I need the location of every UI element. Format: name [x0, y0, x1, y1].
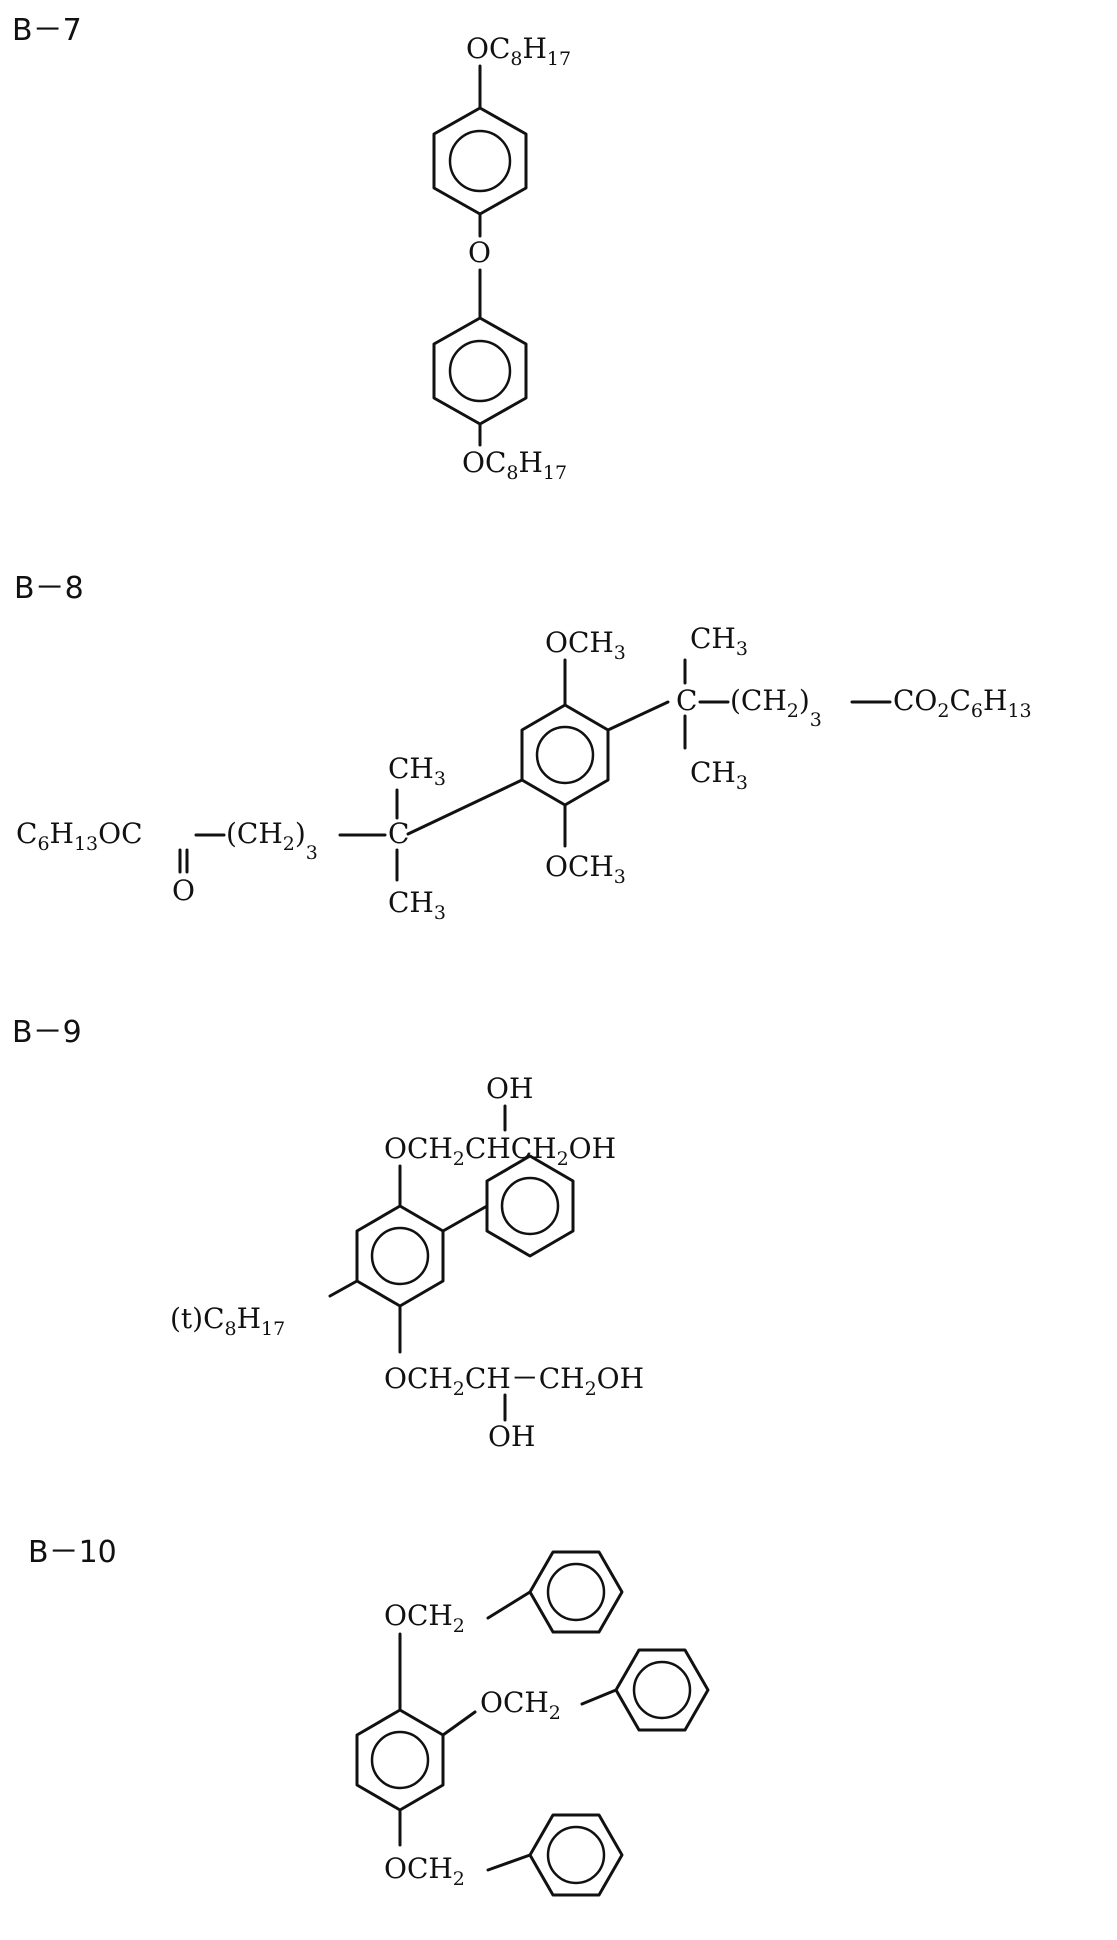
b9-bottom-chain: OCH2CH－CH2OH — [384, 1362, 644, 1400]
b8-right-ch3-bottom: CH3 — [690, 756, 748, 794]
compound-b9: B－9 OH OCH2CHCH2OH (t)C8H17 OCH2CH－CH2OH… — [12, 1015, 644, 1453]
b7-ether-o: O — [468, 236, 491, 269]
b8-right-c: C — [676, 684, 697, 717]
b10-bond-middle — [443, 1712, 475, 1735]
benzene-ring-icon — [530, 1552, 622, 1632]
benzene-ring-icon — [616, 1650, 708, 1730]
compound-label-b9: B－9 — [12, 1015, 82, 1050]
b10-och2-2: OCH2 — [480, 1686, 561, 1724]
b10-bond-benzyl-1 — [488, 1592, 530, 1618]
compound-label-b8: B－8 — [14, 571, 84, 606]
b8-left-ch3-bottom: CH3 — [388, 886, 446, 924]
b8-och3-top: OCH3 — [545, 626, 626, 664]
b8-right-ester: CO2C6H13 — [893, 684, 1032, 722]
benzene-ring-icon — [434, 318, 526, 424]
b8-och3-bottom: OCH3 — [545, 850, 626, 888]
b10-bond-benzyl-2 — [582, 1690, 616, 1704]
b9-bond-biaryl — [443, 1206, 487, 1231]
b8-left-c: C — [388, 817, 409, 850]
compound-b8: B－8 OCH3 OCH3 CH3 C CH3 (CH2)3 CO2C6H13 — [14, 571, 1032, 924]
b8-left-chain: (CH2)3 — [226, 817, 318, 864]
b10-och2-3: OCH2 — [384, 1852, 465, 1890]
compound-b7: B－7 OC8H17 O OC8H17 — [12, 13, 571, 484]
compound-b10: B－10 OCH2 OCH2 OCH2 — [28, 1535, 708, 1895]
benzene-ring-icon — [357, 1710, 443, 1810]
benzene-ring-icon — [522, 705, 608, 805]
b9-tert-octyl: (t)C8H17 — [170, 1302, 285, 1340]
benzene-ring-icon — [487, 1156, 573, 1256]
b10-bond-benzyl-3 — [488, 1855, 530, 1870]
b7-bottom-substituent: OC8H17 — [462, 446, 567, 484]
compound-label-b7: B－7 — [12, 13, 82, 48]
b8-right-ch3-top: CH3 — [690, 622, 748, 660]
b8-right-chain: (CH2)3 — [730, 684, 822, 731]
b8-carbonyl-o: O — [172, 874, 195, 907]
benzene-ring-icon — [434, 108, 526, 214]
b9-bond-tert-octyl — [330, 1281, 357, 1296]
b8-left-ester: C6H13OC — [16, 817, 143, 855]
b8-bond-ring-right — [608, 702, 668, 730]
b9-top-chain: OCH2CHCH2OH — [384, 1132, 616, 1170]
b9-oh-bottom: OH — [488, 1420, 535, 1453]
b10-och2-1: OCH2 — [384, 1599, 465, 1637]
b8-bond-ring-left — [408, 780, 522, 834]
b8-left-ch3-top: CH3 — [388, 752, 446, 790]
benzene-ring-icon — [530, 1815, 622, 1895]
b7-top-substituent: OC8H17 — [466, 32, 571, 70]
b9-oh-top: OH — [486, 1072, 533, 1105]
compound-label-b10: B－10 — [28, 1535, 117, 1570]
benzene-ring-icon — [357, 1206, 443, 1306]
